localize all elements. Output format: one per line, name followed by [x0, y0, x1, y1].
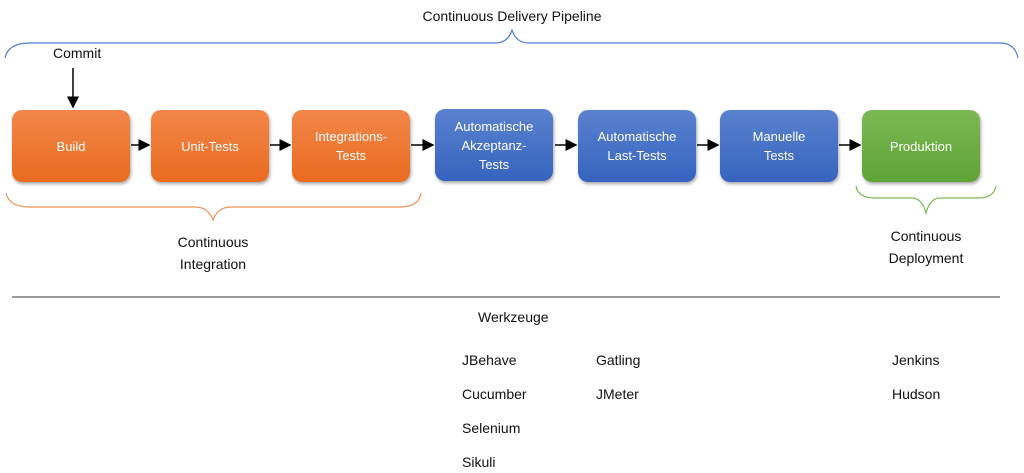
tool-item: Cucumber [462, 386, 527, 402]
tool-item: Sikuli [462, 454, 496, 470]
stage-integration-tests[interactable]: Integrations- Tests [292, 110, 410, 182]
tool-item: JMeter [596, 386, 639, 402]
commit-label: Commit [53, 45, 102, 61]
stage-acceptance-tests[interactable]: Automatische Akzeptanz- Tests [435, 109, 553, 181]
cd-label: Continuous Deployment [888, 228, 964, 266]
tool-item: Hudson [892, 386, 941, 402]
pipeline-title: Continuous Delivery Pipeline [422, 8, 602, 24]
stage-load-tests[interactable]: Automatische Last-Tests [578, 110, 696, 182]
pipeline-brace [4, 27, 1019, 59]
tool-item: Gatling [596, 352, 641, 368]
tools-heading: Werkzeuge [478, 309, 549, 325]
stage-manual-tests[interactable]: Manuelle Tests [720, 110, 838, 182]
stage-build[interactable]: Build [12, 110, 130, 182]
stage-production[interactable]: Produktion [862, 110, 980, 182]
ci-brace [5, 192, 422, 222]
stage-unit-tests[interactable]: Unit-Tests [151, 110, 269, 182]
tool-item: Jenkins [892, 352, 940, 368]
tool-item: Selenium [462, 420, 521, 436]
tool-item: JBehave [462, 352, 517, 368]
cd-brace [855, 185, 997, 216]
ci-label: Continuous Integration [177, 234, 249, 272]
